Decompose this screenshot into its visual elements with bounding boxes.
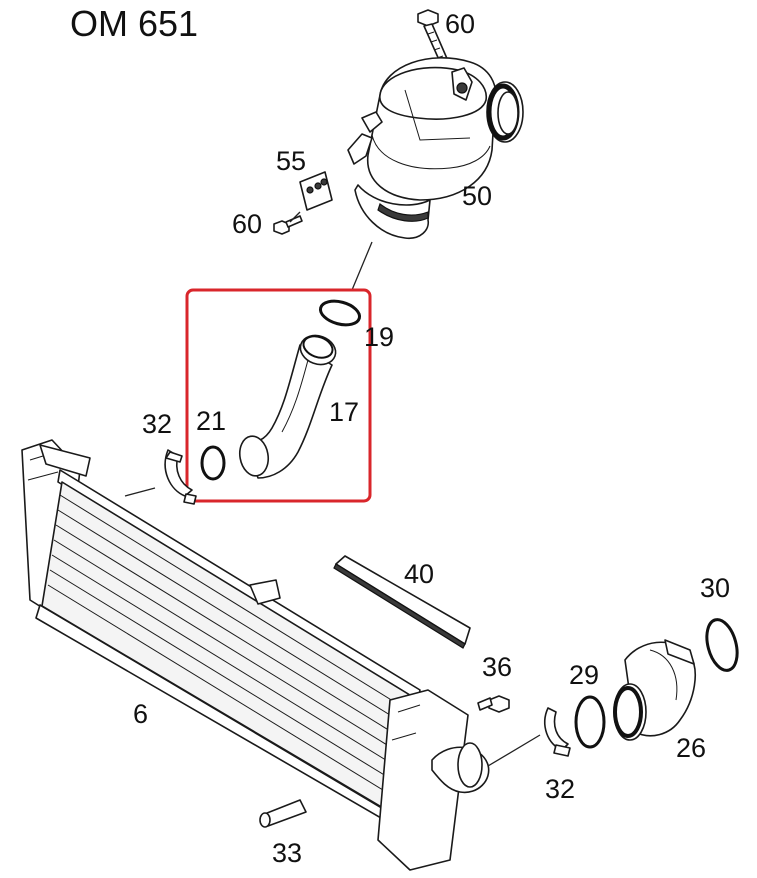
engine-title: OM 651: [70, 3, 198, 44]
leader-60-left: [289, 211, 301, 223]
clamp-32-top: [164, 449, 197, 505]
oring-30: [705, 618, 739, 672]
bolt-60-left: [273, 215, 303, 235]
intercooler-6: [21, 439, 490, 871]
label-29: 29: [569, 660, 599, 690]
label-55: 55: [276, 146, 306, 176]
label-30: 30: [700, 573, 730, 603]
bolt-33: [259, 799, 307, 828]
label-32-top: 32: [142, 409, 172, 439]
clamp-32-bottom: [544, 707, 571, 757]
highlight-box: [185, 288, 372, 503]
foam-strip-40: [333, 555, 471, 649]
oring-21: [200, 445, 226, 481]
leader-50-to-19: [351, 241, 373, 291]
leader-32-top: [124, 487, 156, 497]
label-33: 33: [272, 838, 302, 868]
label-26: 26: [676, 733, 706, 763]
label-50: 50: [462, 181, 492, 211]
label-60-top: 60: [445, 9, 475, 39]
label-40: 40: [404, 559, 434, 589]
label-32-bottom: 32: [545, 774, 575, 804]
label-17: 17: [329, 397, 359, 427]
air-filter-housing-50: [347, 57, 524, 240]
label-36: 36: [482, 652, 512, 682]
bracket-55: [299, 171, 333, 211]
screw-36: [477, 695, 510, 713]
label-60-left: 60: [232, 209, 262, 239]
label-21: 21: [196, 406, 226, 436]
oring-19: [318, 299, 362, 327]
elbow-connector-26: [613, 639, 696, 741]
label-19: 19: [364, 322, 394, 352]
oring-29: [574, 695, 606, 749]
leader-6-to-32: [487, 734, 541, 767]
charge-air-pipe-17: [238, 334, 337, 479]
label-6: 6: [133, 699, 148, 729]
